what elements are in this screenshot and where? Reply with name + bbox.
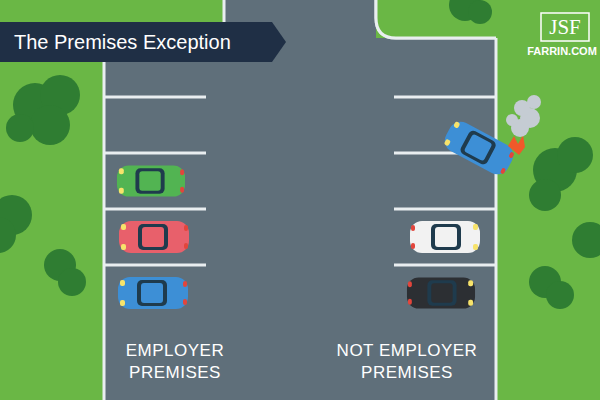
white-car [410,221,480,253]
parking-lot [104,38,496,400]
blue-car [118,277,188,309]
logo-text: JSF [541,14,589,40]
crashed-car [441,95,541,179]
green-car [117,165,185,196]
red-car [119,221,189,253]
parking-lines [104,97,496,265]
zone-label: EMPLOYER PREMISES [105,340,245,384]
zone-label: NOT EMPLOYER PREMISES [322,340,492,384]
trees [0,0,600,309]
title-text: The Premises Exception [14,30,231,54]
logo-box [541,13,589,41]
logo-url: FARRIN.COM [526,45,598,58]
title-banner [0,22,286,62]
curb [376,0,496,400]
black-car [407,277,475,308]
